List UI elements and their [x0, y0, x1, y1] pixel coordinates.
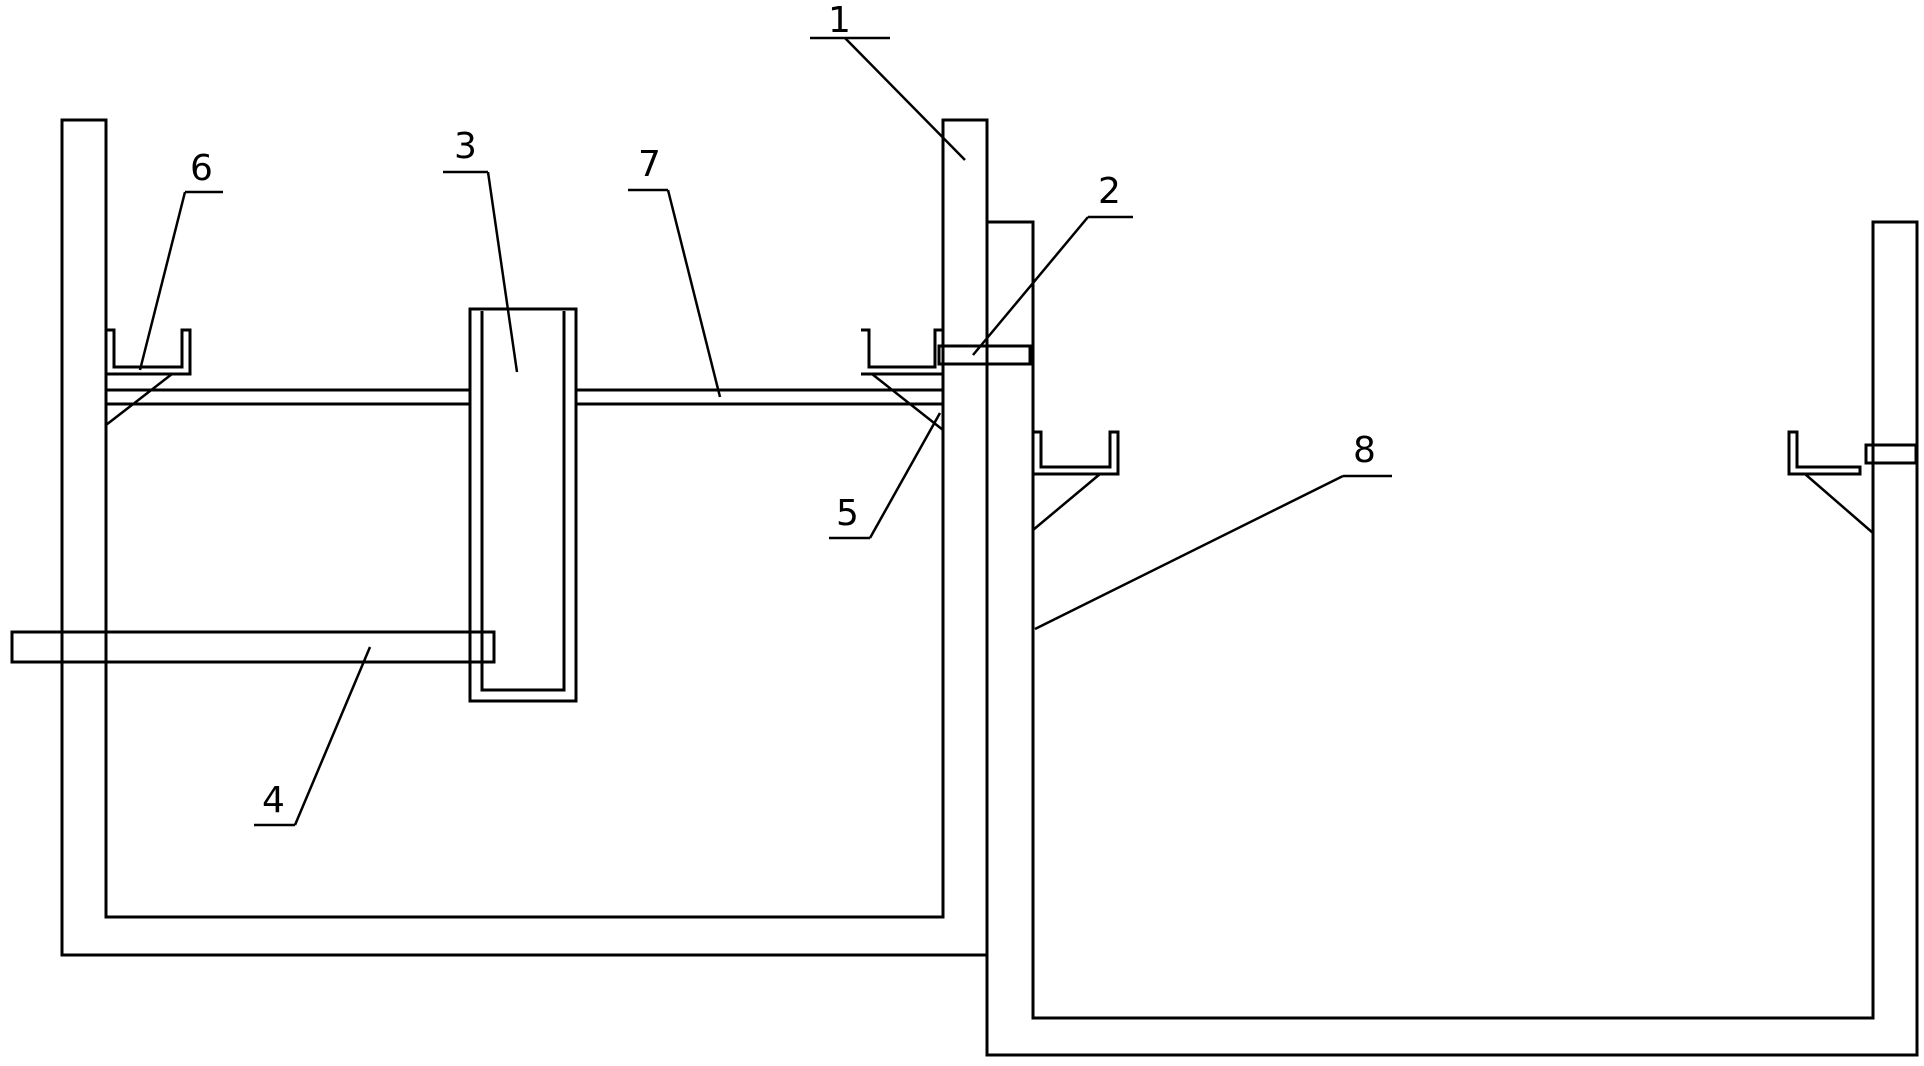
support-left-1 [105, 328, 192, 426]
label-8: 8 [1353, 430, 1376, 471]
left-tank [60, 118, 989, 957]
horizontal-arm [10, 630, 496, 664]
connecting-pipe [937, 344, 1032, 366]
label-4: 4 [262, 780, 285, 821]
support-left-2 [861, 328, 945, 431]
label-6: 6 [190, 148, 213, 189]
label-7: 7 [638, 144, 661, 185]
label-1: 1 [828, 0, 851, 41]
support-right-2 [1787, 430, 1918, 534]
right-tank [985, 220, 1919, 1057]
label-3: 3 [454, 126, 477, 167]
label-2: 2 [1098, 171, 1121, 212]
support-right-1 [1032, 430, 1120, 531]
vertical-bracket [468, 307, 578, 703]
leader-lines [138, 36, 1392, 827]
label-5: 5 [836, 493, 859, 534]
